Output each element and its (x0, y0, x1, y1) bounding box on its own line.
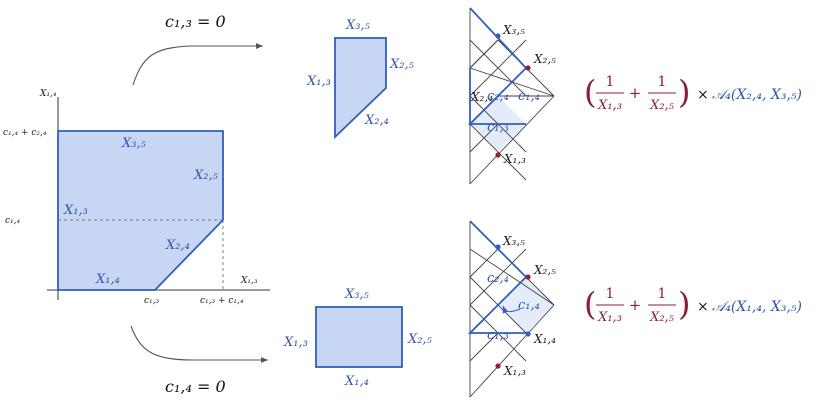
edge-label-bottom: X₁,₄ (95, 272, 120, 287)
bottom-mesh-dot-X25-icon (525, 274, 531, 280)
bottom-facet-label-left: X₁,₃ (283, 335, 308, 350)
top-mesh-cell-upper: c₂,₄ (487, 89, 509, 104)
top-facet-label-diag: X₂,₄ (364, 113, 389, 128)
y-tick-top: c₁,₄ + c₂,₄ (3, 128, 47, 138)
top-facet-label-top: X₃,₅ (345, 18, 371, 33)
formula-top: ( 1 X₁,₃ + 1 X₂,₅ ) × 𝒜₄(X₂,₄, X₃,₅) (584, 73, 802, 113)
curved-arrow-bottom-icon (130, 325, 268, 363)
bottom-mesh-dot-X35-icon (495, 244, 501, 250)
top-mesh-dot-X13-icon (495, 152, 501, 158)
top-mesh-label-X25: X₂,₅ (533, 52, 556, 66)
bottom-mesh-label-X35: X₃,₅ (502, 234, 525, 248)
condition-top-label: c₁,₃ = 0 (165, 12, 226, 31)
bottom-mesh: c₂,₄ c₁,₄ c₁,₃ X₃,₅ X₂,₅ X₁,₄ X₁,₃ (467, 220, 556, 398)
formula-bottom: ( 1 X₁,₃ + 1 X₂,₅ ) × 𝒜₄(X₁,₄, X₃,₅) (584, 285, 802, 325)
edge-label-right: X₂,₅ (193, 168, 219, 183)
formula-top-rparen: ) (678, 73, 690, 111)
formula-top-times: × (697, 87, 709, 103)
x-tick-left: c₁,₃ (144, 296, 160, 306)
bottom-mesh-dot-X14-icon (525, 331, 531, 337)
bottom-facet-label-bottom: X₁,₄ (344, 374, 369, 389)
top-mesh-cell-lower: c₁,₃ (487, 120, 509, 135)
bottom-mesh-cell-upper: c₂,₄ (487, 271, 509, 286)
bottom-mesh-label-X13: X₁,₃ (503, 364, 526, 378)
formula-bottom-den1: X₁,₃ (597, 310, 622, 325)
condition-bottom: c₁,₄ = 0 (130, 325, 268, 396)
edge-label-top: X₃,₅ (121, 136, 147, 151)
top-facet-region (334, 37, 387, 140)
top-mesh-lattice (469, 39, 499, 69)
formula-bottom-plus: + (629, 296, 642, 314)
formula-bottom-den2: X₂,₅ (649, 310, 675, 325)
formula-top-num1: 1 (606, 74, 615, 90)
bottom-mesh-arrow-icon (502, 305, 521, 314)
formula-top-den2: X₂,₅ (649, 98, 675, 113)
bottom-facet-label-right: X₂,₅ (407, 332, 433, 347)
curved-arrow-top-icon (132, 43, 263, 86)
formula-top-plus: + (629, 84, 642, 102)
y-tick-mid: c₁,₄ (5, 216, 21, 226)
y-axis-label: X₁,₄ (39, 89, 57, 99)
bottom-facet-region (315, 306, 403, 368)
top-facet-label-right: X₂,₅ (389, 57, 415, 72)
x-axis-label: X₁,₃ (240, 276, 258, 286)
top-facet: X₃,₅ X₁,₃ X₂,₅ X₂,₄ (306, 18, 415, 140)
edge-label-diag: X₂,₄ (165, 238, 190, 253)
top-mesh: c₂,₄ c₁,₄ c₁,₃ X₃,₅ X₂,₅ X₂,₄ X₁,₃ (467, 7, 556, 185)
bottom-facet: X₃,₅ X₁,₃ X₂,₅ X₁,₄ (283, 287, 433, 389)
inner-label-dashed: X₁,₃ (63, 203, 88, 218)
top-mesh-label-X35: X₃,₅ (502, 23, 525, 37)
top-mesh-dot-X25-icon (525, 65, 531, 71)
bottom-mesh-label-X14: X₁,₄ (533, 332, 556, 346)
top-mesh-dot-X35-icon (495, 33, 501, 39)
formula-bottom-rparen: ) (678, 285, 690, 323)
main-plot: X₁,₄ X₁,₃ c₁,₄ + c₂,₄ c₁,₄ c₁,₃ c₁,₃ + c… (3, 89, 270, 306)
formula-top-lparen: ( (584, 73, 596, 111)
main-region (57, 130, 224, 291)
formula-top-num2: 1 (658, 74, 667, 90)
top-mesh-cell-right: c₁,₄ (518, 89, 540, 104)
top-facet-label-left: X₁,₃ (306, 74, 331, 89)
formula-bottom-amplitude: 𝒜₄(X₁,₄, X₃,₅) (712, 299, 802, 315)
formula-bottom-num2: 1 (658, 286, 667, 302)
bottom-facet-label-top: X₃,₅ (344, 287, 370, 302)
bottom-mesh-cell-right: c₁,₄ (518, 298, 540, 313)
formula-top-den1: X₁,₃ (597, 98, 622, 113)
top-mesh-label-X13: X₁,₃ (503, 152, 526, 166)
x-tick-right: c₁,₃ + c₁,₄ (200, 296, 244, 306)
condition-bottom-label: c₁,₄ = 0 (165, 377, 226, 396)
top-mesh-label-X24: X₂,₄ (470, 90, 493, 104)
bottom-mesh-label-X25: X₂,₅ (533, 263, 556, 277)
formula-bottom-times: × (697, 299, 709, 315)
bottom-mesh-dot-X13-icon (495, 363, 501, 369)
bottom-mesh-cell-lower: c₁,₃ (487, 328, 509, 343)
condition-top: c₁,₃ = 0 (132, 12, 263, 86)
formula-bottom-lparen: ( (584, 285, 596, 323)
formula-bottom-num1: 1 (606, 286, 615, 302)
formula-top-amplitude: 𝒜₄(X₂,₄, X₃,₅) (712, 87, 802, 103)
